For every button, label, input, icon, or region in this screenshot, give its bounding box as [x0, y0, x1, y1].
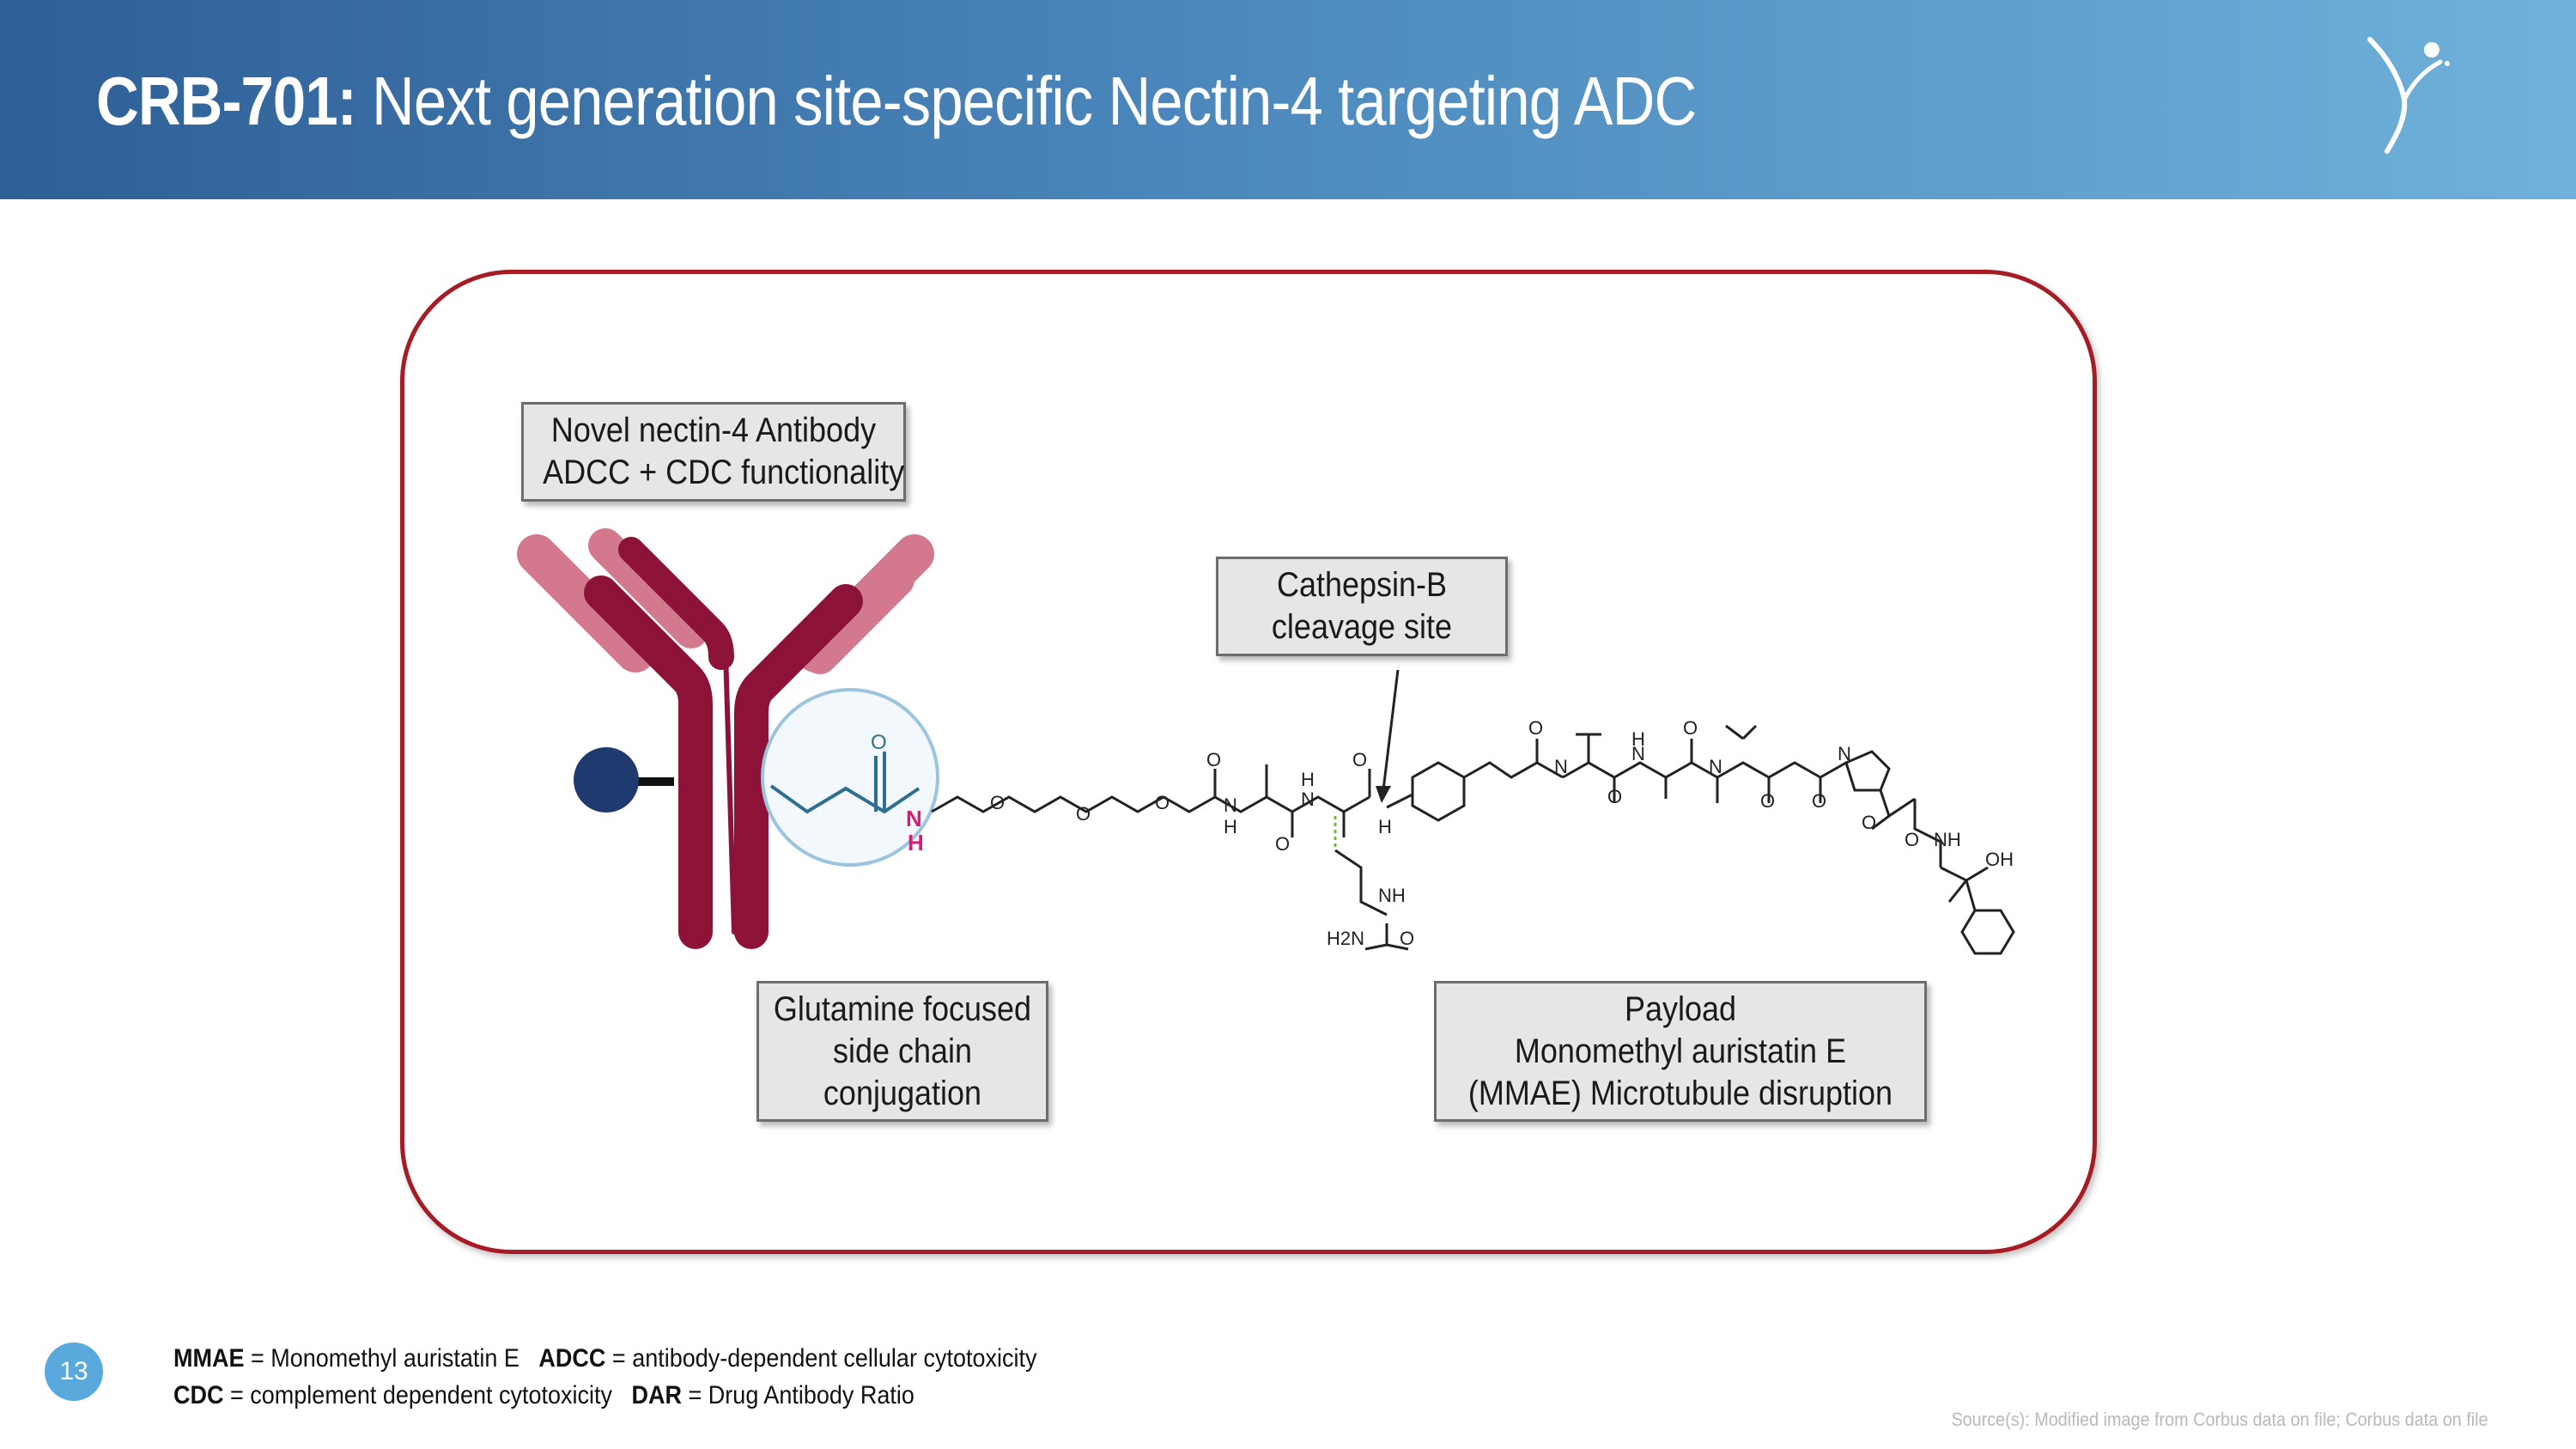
antibody-callout: Novel nectin-4 Antibody ADCC + CDC funct…: [521, 402, 906, 502]
peg-oxygen-1: O: [990, 792, 1005, 813]
carbonyl-oxygen-2: O: [1275, 833, 1290, 855]
abbreviations-line-2: CDC = complement dependent cytotoxicity …: [173, 1377, 1036, 1414]
citrulline-nh-label: NH: [1378, 885, 1406, 906]
payload-callout-line-2: Monomethyl auristatin E: [1514, 1032, 1847, 1070]
peg-oxygen-3: O: [1155, 792, 1170, 813]
payload-oxygen-5: O: [1812, 790, 1826, 812]
payload-oxygen-3: O: [1683, 717, 1698, 739]
payload-oxygen-1: O: [1528, 717, 1543, 739]
payload-nitrogen-2: N: [1631, 743, 1645, 764]
adcc-def: = antibody-dependent cellular cytotoxici…: [611, 1344, 1037, 1373]
amide-nitrogen-label: N: [906, 806, 922, 831]
carbonyl-oxygen-1: O: [1206, 749, 1221, 770]
payload-oh-label: OH: [1985, 849, 2014, 870]
abbreviations-line-1: MMAE = Monomethyl auristatin E ADCC = an…: [173, 1340, 1036, 1377]
amide-hydrogen-label: H: [908, 830, 924, 855]
cleavage-callout-line-2: cleavage site: [1271, 608, 1453, 646]
glutamine-callout: Glutamine focused side chain conjugation: [756, 981, 1048, 1122]
amide-highlight-circle: [761, 688, 939, 867]
header-bar: CRB-701: Next generation site-specific N…: [0, 0, 2576, 199]
payload-callout: Payload Monomethyl auristatin E (MMAE) M…: [1434, 981, 1927, 1122]
glutamine-callout-line-2: side chain: [832, 1032, 973, 1070]
payload-nh-label: NH: [1934, 829, 1961, 850]
company-logo: [2367, 37, 2450, 154]
backbone-hydrogen-1: H: [1224, 816, 1237, 837]
carbonyl-oxygen-3: O: [1352, 749, 1367, 770]
payload-callout-line-1: Payload: [1624, 989, 1737, 1028]
title-text: Next generation site-specific Nectin-4 t…: [372, 63, 1697, 139]
cleavage-callout: Cathepsin-B cleavage site: [1216, 557, 1508, 656]
backbone-nitrogen-2: N: [1301, 788, 1315, 810]
page-number: 13: [45, 1342, 103, 1401]
payload-oxygen-6: O: [1862, 812, 1876, 833]
cleavage-callout-line-1: Cathepsin-B: [1276, 566, 1448, 604]
antibody-callout-line-2: ADCC + CDC functionality: [543, 454, 905, 491]
page-title: CRB-701: Next generation site-specific N…: [96, 50, 1697, 153]
peg-linker: [931, 764, 1371, 837]
payload-nitrogen-3: N: [1709, 756, 1722, 777]
conjugation-node-icon: [574, 747, 674, 813]
peg-oxygen-2: O: [1076, 803, 1091, 825]
payload-nitrogen-4: N: [1838, 743, 1851, 764]
payload-oxygen-2: O: [1607, 786, 1622, 807]
citrulline-h2n-label: H2N: [1327, 928, 1364, 949]
citrulline-side-chain: [1334, 816, 1409, 951]
mmae-def: = Monomethyl auristatin E: [251, 1344, 519, 1373]
source-note: Source(s): Modified image from Corbus da…: [1951, 1409, 2488, 1430]
payload-oxygen-4: O: [1760, 790, 1775, 812]
antibody-icon: [517, 528, 934, 949]
antibody-callout-line-1: Novel nectin-4 Antibody: [550, 411, 877, 449]
glutamine-callout-line-1: Glutamine focused: [773, 989, 1032, 1028]
dar-abbr: DAR: [631, 1381, 683, 1409]
title-prefix: CRB-701:: [96, 63, 357, 139]
mmae-abbr: MMAE: [173, 1344, 245, 1373]
dar-def: = Drug Antibody Ratio: [688, 1381, 914, 1409]
diagram-frame: [400, 270, 2097, 1254]
backbone-nitrogen-1: N: [1224, 795, 1237, 816]
glutamine-side-chain: [769, 752, 920, 814]
cdc-def: = complement dependent cytotoxicity: [230, 1381, 613, 1409]
amide-oxygen-label: O: [871, 731, 887, 754]
cleavage-arrow: [1376, 669, 1400, 803]
payload-h-2: H: [1631, 728, 1645, 750]
payload-callout-line-3: (MMAE) Microtubule disruption: [1467, 1074, 1893, 1112]
abbreviations-note: MMAE = Monomethyl auristatin E ADCC = an…: [173, 1340, 1036, 1414]
payload-oxygen-7: O: [1905, 829, 1919, 850]
glutamine-callout-line-3: conjugation: [823, 1074, 982, 1112]
citrulline-oxygen-label: O: [1400, 928, 1414, 949]
cdc-abbr: CDC: [173, 1381, 224, 1409]
mmae-payload-structure: [1386, 724, 2015, 955]
backbone-hydrogen-2: H: [1301, 769, 1315, 790]
payload-nitrogen-1: N: [1554, 756, 1568, 777]
payload-h-1: H: [1378, 816, 1392, 837]
adcc-abbr: ADCC: [538, 1344, 606, 1373]
